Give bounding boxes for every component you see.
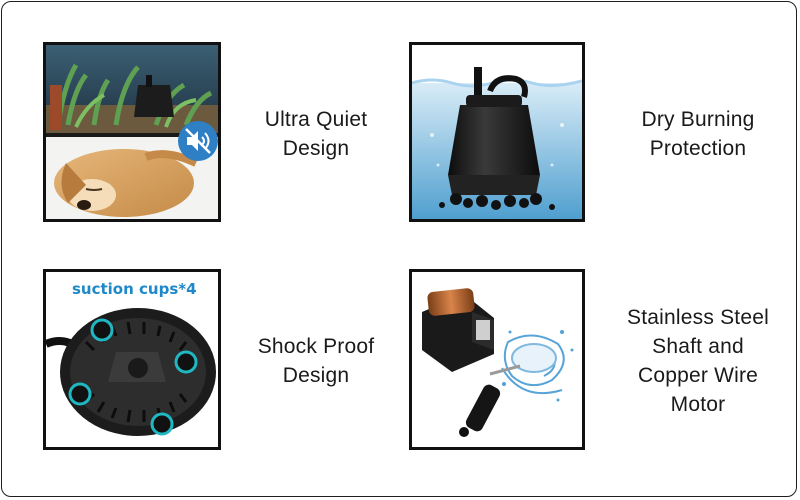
pump-base-illustration (46, 272, 218, 447)
feature-label-shock: Shock Proof Design (257, 335, 375, 387)
suction-cup-markers (68, 318, 198, 436)
dry-burning-image (409, 42, 585, 222)
motor-image (409, 269, 585, 450)
suction-cups-caption: suction cups*4 (72, 280, 197, 298)
ultra-quiet-image (43, 42, 221, 222)
feature-label-dry: Dry Burning Protection (641, 108, 755, 160)
coil-rotor-illustration (412, 272, 582, 447)
feature-label-quiet: Ultra Quiet Design (264, 108, 368, 160)
feature-label-motor: Stainless Steel Shaft and Copper Wire Mo… (627, 306, 769, 416)
shock-proof-image: suction cups*4 (43, 269, 221, 450)
aquarium-puppy-illustration (46, 45, 218, 219)
submerged-pump-illustration (412, 45, 582, 219)
